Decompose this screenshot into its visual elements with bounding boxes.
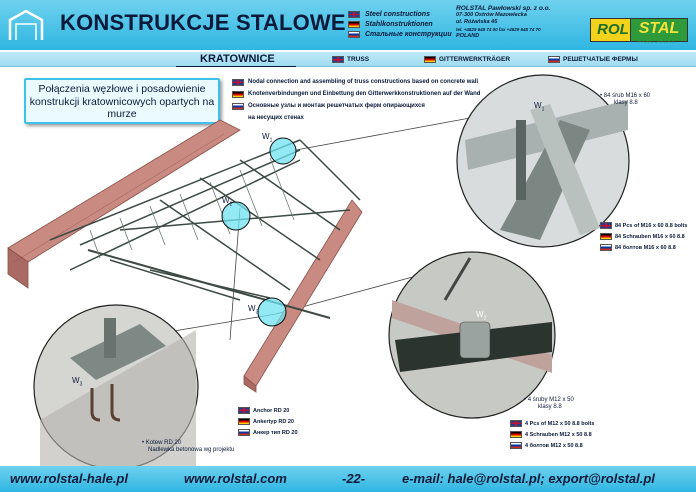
description-translations: Nodal connection and assembling of truss…	[232, 76, 480, 124]
page-title: KONSTRUKCJE STALOWE	[60, 10, 346, 35]
ru-flag-icon	[548, 56, 560, 63]
hall-icon	[8, 9, 44, 40]
de-flag-icon	[424, 56, 436, 63]
detail-label-w2: W2	[476, 310, 487, 322]
lang-row-de: Stahlkonstruktionen	[348, 19, 452, 29]
label-w3: W3	[248, 304, 259, 316]
detail-label-w3: W3	[72, 376, 83, 388]
de-flag-icon	[348, 20, 360, 28]
node-circle-w3[interactable]	[257, 297, 287, 327]
de-flag-icon	[510, 431, 522, 438]
footer-bar	[0, 466, 696, 492]
uk-flag-icon	[348, 10, 360, 18]
truss-diagonals	[89, 157, 295, 259]
translation-en: TRUSS	[332, 56, 369, 63]
ru-flag-icon	[238, 429, 250, 436]
de-flag-icon	[600, 233, 612, 240]
uk-flag-icon	[510, 420, 522, 427]
ru-flag-icon	[600, 244, 612, 251]
translation-de: GITTERWERKTRÄGER	[424, 56, 510, 63]
uk-flag-icon	[600, 222, 612, 229]
front-wall	[243, 199, 363, 393]
leader-line-w1	[295, 117, 471, 151]
de-flag-icon	[238, 418, 250, 425]
de-flag-icon	[232, 90, 244, 98]
company-info: ROLSTAL Pawłowski sp. z o.o. 07-300 Ostr…	[456, 5, 551, 39]
node-circle-w1[interactable]	[269, 137, 297, 165]
w3-specs: Anchor RD 20 Ankertyp RD 20 Анкер тип RD…	[238, 405, 298, 438]
w1-note: • 84 śrub M16 x 60 klasy 8.8	[600, 93, 651, 106]
page-number: -22-	[342, 471, 366, 486]
detail-circle-w1	[456, 74, 630, 248]
detail-circle-w2	[388, 251, 556, 419]
back-wall	[7, 119, 241, 289]
w2-note: • 4 śruby M12 x 50 klasy 8.8	[524, 397, 574, 410]
uk-flag-icon	[232, 78, 244, 86]
w1-specs: 84 Pcs of M16 x 60 8.8 bolts 84 Schraube…	[600, 220, 687, 253]
ru-flag-icon	[232, 102, 244, 110]
uk-flag-icon	[332, 56, 344, 63]
label-w1: W1	[262, 132, 273, 144]
lang-row-ru: Стальные конструкции	[348, 29, 452, 39]
w2-specs: 4 Pcs of M12 x 50 8.8 bolts 4 Schrauben …	[510, 418, 594, 451]
detail-circle-w3	[33, 304, 199, 470]
footer-link-rolstal-hale[interactable]: www.rolstal-hale.pl	[10, 471, 128, 486]
language-list: Steel constructions Stahlkonstruktionen …	[348, 9, 452, 39]
description-box: Połączenia węzłowe i posadowienie konstr…	[24, 78, 220, 124]
node-circle-w2[interactable]	[221, 201, 251, 231]
title-underline	[176, 66, 296, 67]
uk-flag-icon	[238, 407, 250, 414]
rolstal-logo: ROL STAL PAWŁOWSKI	[590, 14, 688, 46]
footer-link-rolstal[interactable]: www.rolstal.com	[184, 471, 287, 486]
ru-flag-icon	[510, 442, 522, 449]
footer-email[interactable]: e-mail: hale@rolstal.pl; export@rolstal.…	[402, 471, 655, 486]
detail-label-w1: W1	[534, 101, 545, 113]
subheader-bar	[0, 52, 696, 67]
lang-row-en: Steel constructions	[348, 9, 452, 19]
w3-note: • Kotew RD 20 Nadlewka betonowa wg proje…	[142, 440, 235, 453]
translation-ru: РЕШЕТЧАТЫЕ ФЕРМЫ	[548, 56, 638, 63]
label-w2: W2	[222, 196, 233, 208]
section-title: KRATOWNICE	[200, 53, 275, 65]
ru-flag-icon	[348, 30, 360, 38]
